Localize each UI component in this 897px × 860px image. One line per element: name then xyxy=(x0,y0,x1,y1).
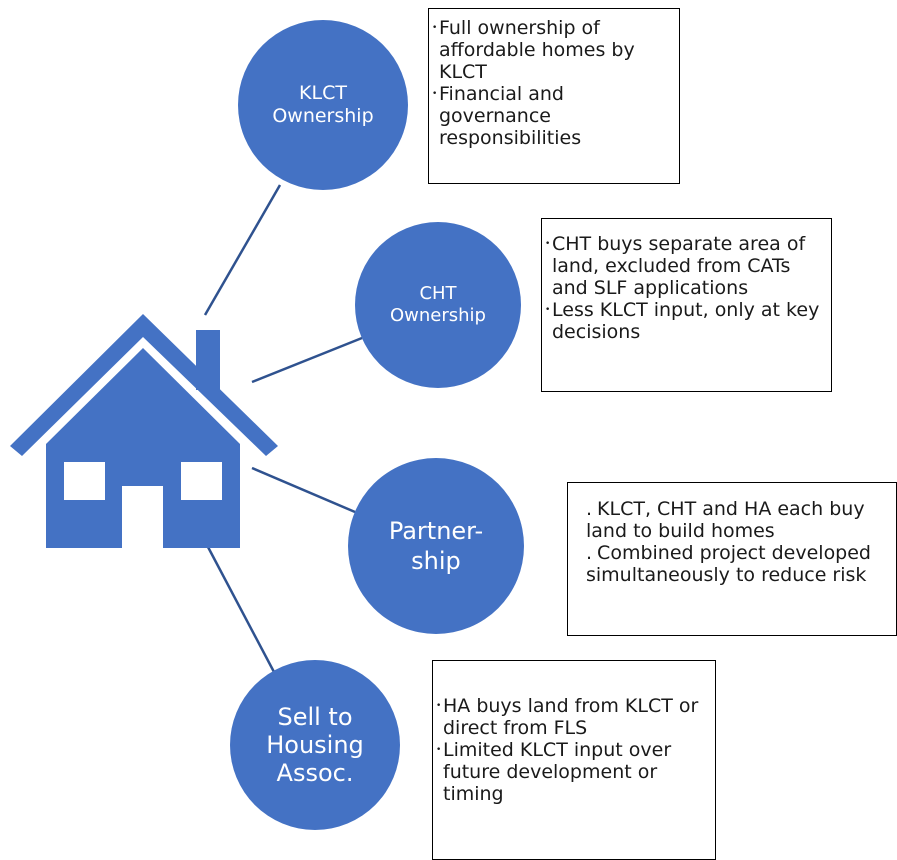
list-item: .KLCT, CHT and HA each buy land to build… xyxy=(586,498,865,542)
connector-cht xyxy=(251,336,363,384)
list-item: .Combined project developed simultaneous… xyxy=(586,542,871,586)
list-item: CHT buys separate area of land, excluded… xyxy=(545,233,825,299)
klct-ownership-details: Full ownership of affordable homes by KL… xyxy=(428,8,680,184)
list-item: Full ownership of affordable homes by KL… xyxy=(432,17,671,83)
house-icon xyxy=(10,314,278,548)
sell-to-housing-assoc-details: HA buys land from KLCT or direct from FL… xyxy=(432,660,716,860)
partnership-node: Partner- ship xyxy=(348,458,524,634)
klct-ownership-label: KLCT Ownership xyxy=(272,82,374,127)
sell-to-housing-assoc-node: Sell to Housing Assoc. xyxy=(230,660,400,830)
partnership-details: .KLCT, CHT and HA each buy land to build… xyxy=(567,482,897,636)
list-item: Limited KLCT input over future developme… xyxy=(436,739,709,805)
klct-ownership-node: KLCT Ownership xyxy=(238,20,408,190)
list-item: Financial and governance responsibilitie… xyxy=(432,83,671,149)
cht-ownership-details: CHT buys separate area of land, excluded… xyxy=(541,218,832,392)
sell-to-housing-assoc-label: Sell to Housing Assoc. xyxy=(266,703,364,787)
connector-ha xyxy=(206,546,276,673)
connector-partnership xyxy=(251,466,356,514)
cht-ownership-label: CHT Ownership xyxy=(390,283,486,326)
list-item: Less KLCT input, only at key decisions xyxy=(545,299,825,343)
partnership-label: Partner- ship xyxy=(388,517,484,575)
list-item: HA buys land from KLCT or direct from FL… xyxy=(436,695,709,739)
connector-klct xyxy=(203,184,282,316)
cht-ownership-node: CHT Ownership xyxy=(355,222,521,388)
